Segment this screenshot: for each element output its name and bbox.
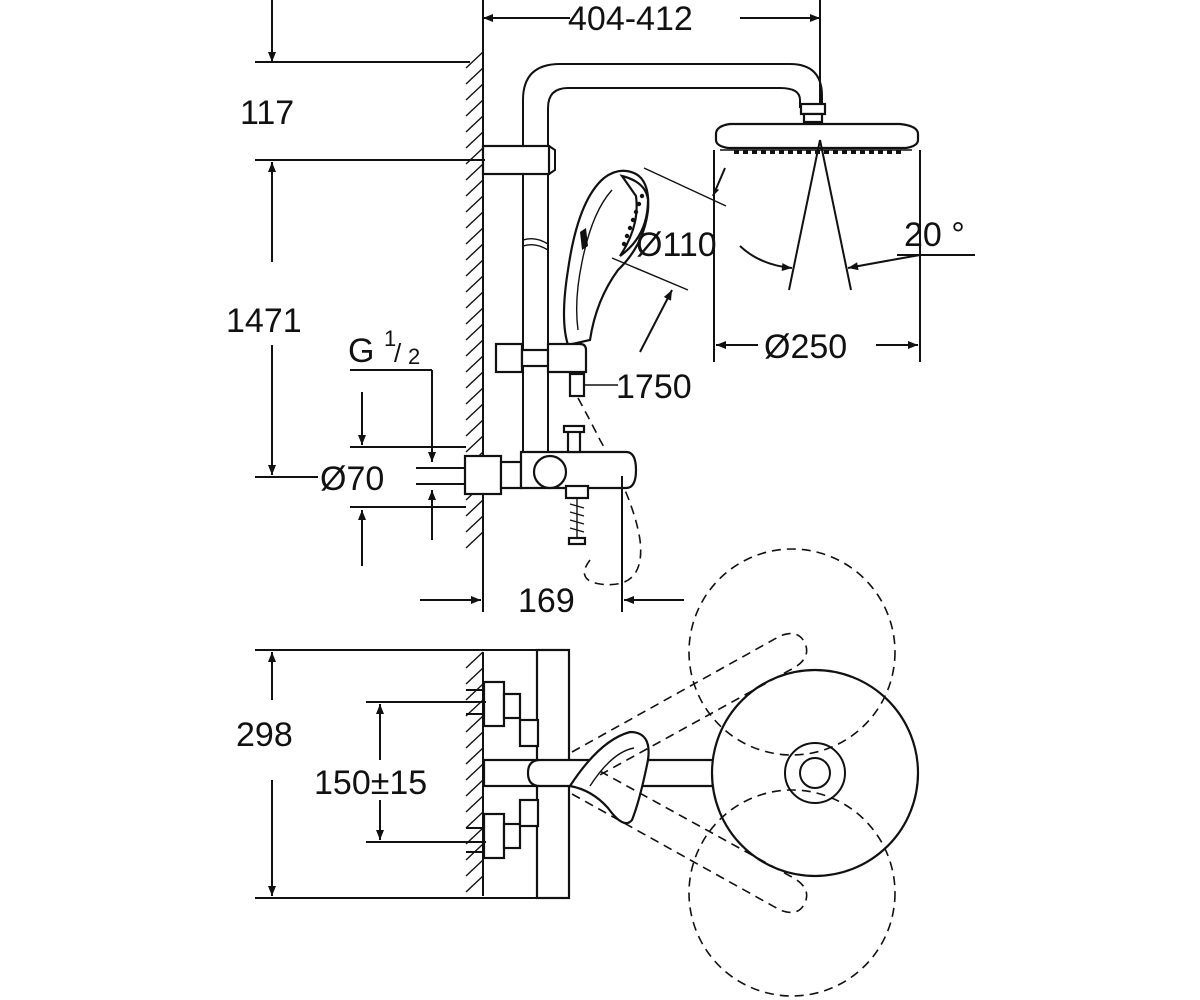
nozzle — [806, 150, 811, 154]
hand-nozzle — [624, 233, 630, 239]
wall-hatch-line — [465, 83, 484, 101]
nozzle — [842, 150, 847, 154]
wall-hatch-line — [465, 355, 484, 373]
dim-head-dia: Ø250 — [764, 328, 847, 366]
overhead-shower-plan — [710, 668, 920, 878]
wall-hatch-line — [465, 795, 484, 813]
hand-nozzle — [627, 225, 633, 231]
nozzle — [860, 150, 865, 154]
wall-hatch-line — [465, 779, 484, 797]
wall-hatch-line — [465, 731, 484, 749]
nozzle — [833, 150, 838, 154]
plan-view — [255, 548, 920, 997]
wall-hatch-line — [465, 179, 484, 197]
wall-hatch-line — [465, 763, 484, 781]
wall-hatch-line — [465, 67, 484, 85]
wall-hatch-line — [465, 147, 484, 165]
wall-hatch-line — [465, 499, 484, 517]
nozzle — [779, 150, 784, 154]
wall-hatch-line — [465, 515, 484, 533]
wall-hatch-line — [465, 163, 484, 181]
wall-hatch-line — [465, 99, 484, 117]
wall-hatch-line — [465, 387, 484, 405]
nozzle — [734, 150, 739, 154]
wall-hatch-line — [465, 227, 484, 245]
wall-hatch-line — [465, 715, 484, 733]
dim-outlet-dia: Ø70 — [320, 460, 384, 498]
hand-nozzle — [639, 193, 645, 199]
nozzle — [761, 150, 766, 154]
wall-plan — [465, 651, 484, 896]
dim-outlet-depth: 169 — [518, 582, 575, 620]
wall-hatch-line — [465, 195, 484, 213]
hand-nozzle — [633, 209, 639, 215]
wall-hatch-line — [465, 811, 484, 829]
hand-shower-plan — [568, 730, 650, 825]
nozzle — [797, 150, 802, 154]
elevation-view — [255, 0, 975, 612]
wall-hatch-line — [465, 683, 484, 701]
overhead-shower-head — [714, 102, 920, 154]
thermostatic-mixer — [463, 424, 638, 546]
rotation-positions — [571, 548, 896, 997]
wall-hatch-line — [465, 211, 484, 229]
wall-hatch-line — [465, 291, 484, 309]
wall-hatch-line — [465, 651, 484, 669]
dim-centers: 150±15 — [314, 764, 427, 802]
wall-hatch-line — [465, 131, 484, 149]
dim-plan-depth: 298 — [236, 716, 293, 754]
dim-thread-slash: / — [394, 338, 402, 368]
wall-hatch-line — [465, 403, 484, 421]
spray-angle-lines — [713, 139, 975, 362]
wall-hatch-line — [465, 859, 484, 877]
dim-thread-num: 1 — [384, 326, 396, 351]
nozzle — [824, 150, 829, 154]
wall-hatch-line — [465, 667, 484, 685]
shower-hose — [577, 384, 642, 586]
dim-height-rail: 1471 — [226, 302, 302, 340]
nozzle — [788, 150, 793, 154]
wall-elevation — [465, 51, 484, 612]
wall-hatch-line — [465, 435, 484, 453]
wall-hatch-line — [465, 875, 484, 893]
hand-shower — [562, 167, 727, 353]
nozzle — [752, 150, 757, 154]
dimension-lines-plan — [255, 649, 537, 899]
wall-hatch-line — [465, 747, 484, 765]
nozzle — [869, 150, 874, 154]
dim-width-arm: 404-412 — [568, 0, 693, 38]
wall-hatch-line — [465, 259, 484, 277]
wall-hatch-line — [465, 419, 484, 437]
wall-hatch-line — [465, 323, 484, 341]
wall-hatch-line — [465, 307, 484, 325]
wall-hatch-line — [465, 339, 484, 357]
wall-hatch-line — [465, 51, 484, 69]
dim-spray-angle: 20 ° — [904, 216, 965, 254]
nozzle — [743, 150, 748, 154]
dim-hand-dia: Ø110 — [636, 226, 717, 264]
dimension-lines-elevation — [255, 0, 918, 612]
nozzle — [770, 150, 775, 154]
dim-hose-len: 1750 — [616, 368, 692, 406]
wall-hatch-line — [465, 243, 484, 261]
hand-nozzle — [636, 201, 642, 207]
wall-hatch-line — [465, 115, 484, 133]
nozzle — [851, 150, 856, 154]
nozzle — [896, 150, 901, 154]
dim-height-top: 117 — [240, 94, 294, 132]
nozzle — [887, 150, 892, 154]
dim-thread-den: 2 — [408, 344, 420, 369]
wall-hatch-line — [465, 371, 484, 389]
wall-hatch-line — [465, 531, 484, 549]
hand-nozzle — [630, 217, 636, 223]
wall-hatch-line — [465, 275, 484, 293]
dim-thread-main: G — [348, 332, 374, 370]
hand-nozzle — [621, 241, 627, 247]
nozzle — [878, 150, 883, 154]
hand-shower-holder — [494, 342, 588, 398]
